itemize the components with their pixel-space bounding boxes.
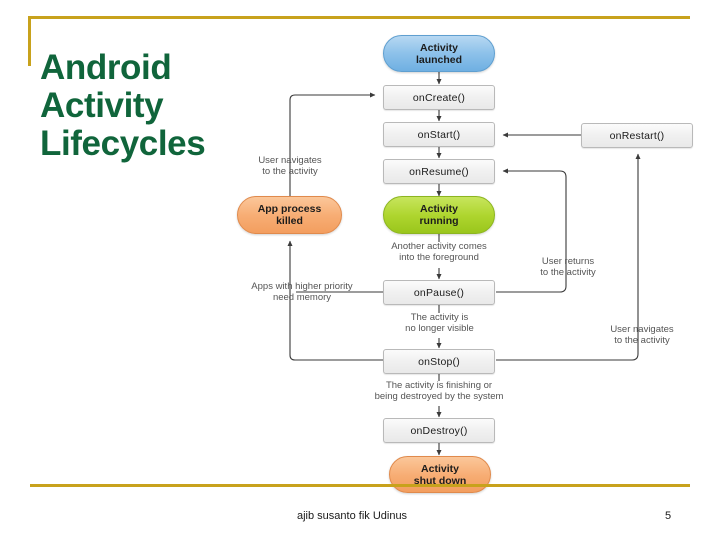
edge-label-apps-higher-priority: Apps with higher priority need memory bbox=[251, 281, 353, 303]
node-on-destroy: onDestroy() bbox=[383, 418, 495, 443]
edge-label-another-activity-foreground: Another activity comes into the foregrou… bbox=[391, 241, 487, 263]
footer-page-number: 5 bbox=[665, 510, 672, 522]
node-on-start: onStart() bbox=[383, 122, 495, 147]
top-accent-rule bbox=[28, 16, 690, 19]
node-on-stop: onStop() bbox=[383, 349, 495, 374]
node-on-pause: onPause() bbox=[383, 280, 495, 305]
node-activity-running: Activity running bbox=[383, 196, 495, 234]
bottom-accent-rule bbox=[30, 484, 690, 487]
edge-label-user-navigates-top: User navigates to the activity bbox=[258, 155, 322, 177]
page-title: Android Activity Lifecycles bbox=[40, 48, 206, 164]
edge-label-no-longer-visible: The activity is no longer visible bbox=[405, 312, 474, 334]
left-accent-rule bbox=[28, 16, 31, 66]
node-on-resume: onResume() bbox=[383, 159, 495, 184]
footer-author: ajib susanto fik Udinus bbox=[297, 510, 408, 522]
edge-label-user-navigates-right: User navigates to the activity bbox=[610, 324, 674, 346]
edge-label-user-returns: User returns to the activity bbox=[540, 256, 596, 278]
node-on-create: onCreate() bbox=[383, 85, 495, 110]
node-on-restart: onRestart() bbox=[581, 123, 693, 148]
node-activity-shut-down: Activity shut down bbox=[389, 456, 491, 493]
node-activity-launched: Activity launched bbox=[383, 35, 495, 72]
edge-label-finishing-or-destroyed: The activity is finishing or being destr… bbox=[374, 380, 504, 402]
node-app-process-killed: App process killed bbox=[237, 196, 342, 234]
